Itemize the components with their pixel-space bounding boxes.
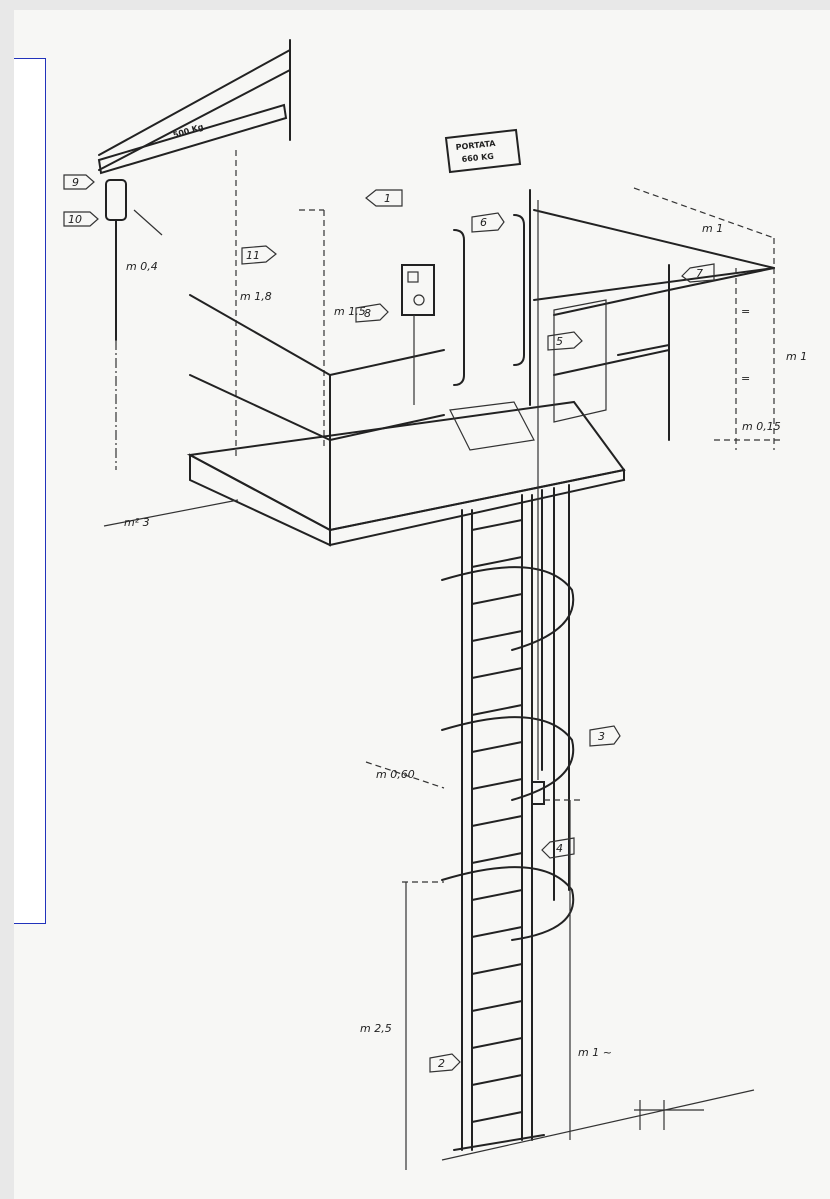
ladder-rung: [471, 667, 523, 679]
beam-label: 500 Kg: [172, 122, 205, 140]
ladder-rung: [471, 889, 523, 901]
svg-text:PORTATA: PORTATA: [455, 139, 496, 152]
svg-text:660 KG: 660 KG: [461, 152, 494, 164]
callout-6: 6: [471, 212, 505, 233]
svg-text:11: 11: [246, 249, 260, 262]
platform-area-dim: [103, 499, 239, 527]
cage-start-label: m 2,5: [360, 1022, 392, 1035]
ladder-rung: [471, 630, 523, 642]
ground-line: [441, 1089, 755, 1161]
ladder-rung: [471, 778, 523, 790]
svg-text:7: 7: [696, 267, 703, 280]
platform-area-label: m² 3: [124, 516, 150, 529]
ladder-rung: [471, 593, 523, 605]
blue-frame: [14, 58, 46, 924]
equal-mark-lower: =: [741, 372, 750, 385]
cage-spacing-dim: [365, 761, 445, 789]
ladder-bottom-label: m 1 ~: [578, 1046, 612, 1059]
ladder-rung: [471, 1037, 523, 1049]
left-grab-handle: [453, 229, 465, 386]
jib-crane: 500 Kg: [97, 39, 291, 470]
toe-board-label: m 0,15: [742, 420, 781, 433]
capacity-sign: PORTATA 660 KG: [444, 128, 522, 174]
svg-text:10: 10: [68, 213, 82, 226]
control-box: [401, 264, 435, 405]
callout-11: 11: [241, 245, 277, 265]
svg-text:8: 8: [364, 307, 371, 320]
drawing-sheet: 500 Kg 9 10 m 0,4 m 1,8 m 1,5 PORTATA 66…: [14, 10, 830, 1199]
equal-mark-upper: =: [741, 305, 750, 318]
svg-text:6: 6: [480, 216, 487, 229]
ladder-rung: [471, 1074, 523, 1086]
ladder-rung: [471, 1111, 523, 1123]
callout-3: 3: [589, 725, 621, 747]
mast-height-label: m 1,8: [240, 290, 272, 303]
rail-offset-label: m 1: [702, 222, 723, 235]
callout-7: 7: [681, 263, 715, 283]
callout-9: 9: [63, 174, 95, 190]
svg-text:2: 2: [438, 1057, 445, 1070]
ladder-rung: [471, 556, 523, 568]
svg-text:4: 4: [556, 842, 563, 855]
svg-text:3: 3: [598, 730, 605, 743]
ladder-rung: [471, 852, 523, 864]
safety-cage: [441, 484, 575, 941]
right-grab-handle: [513, 214, 525, 366]
ladder-rung: [471, 704, 523, 716]
platform-diagram: 500 Kg 9 10 m 0,4 m 1,8 m 1,5 PORTATA 66…: [63, 39, 807, 1170]
ladder-rung: [471, 963, 523, 975]
ladder-rung: [471, 926, 523, 938]
ladder-rung: [471, 519, 523, 531]
callout-5: 5: [547, 331, 583, 351]
guard-height-label: m 1: [786, 350, 807, 363]
svg-text:9: 9: [72, 176, 79, 189]
ladder: [453, 494, 545, 1151]
callout-2: 2: [429, 1053, 461, 1073]
callout-1: 1: [365, 189, 403, 207]
platform: [186, 189, 775, 547]
ladder-rung: [471, 1000, 523, 1012]
fall-arrester: [531, 781, 545, 805]
svg-text:5: 5: [556, 335, 563, 348]
callout-10: 10: [63, 211, 99, 227]
crane-reach-label: m 0,4: [126, 260, 158, 273]
ladder-rung: [471, 815, 523, 827]
svg-text:1: 1: [384, 192, 391, 205]
callout-8: 8: [355, 303, 389, 323]
cage-spacing-label: m 0,60: [376, 768, 415, 781]
ladder-rung: [471, 741, 523, 753]
